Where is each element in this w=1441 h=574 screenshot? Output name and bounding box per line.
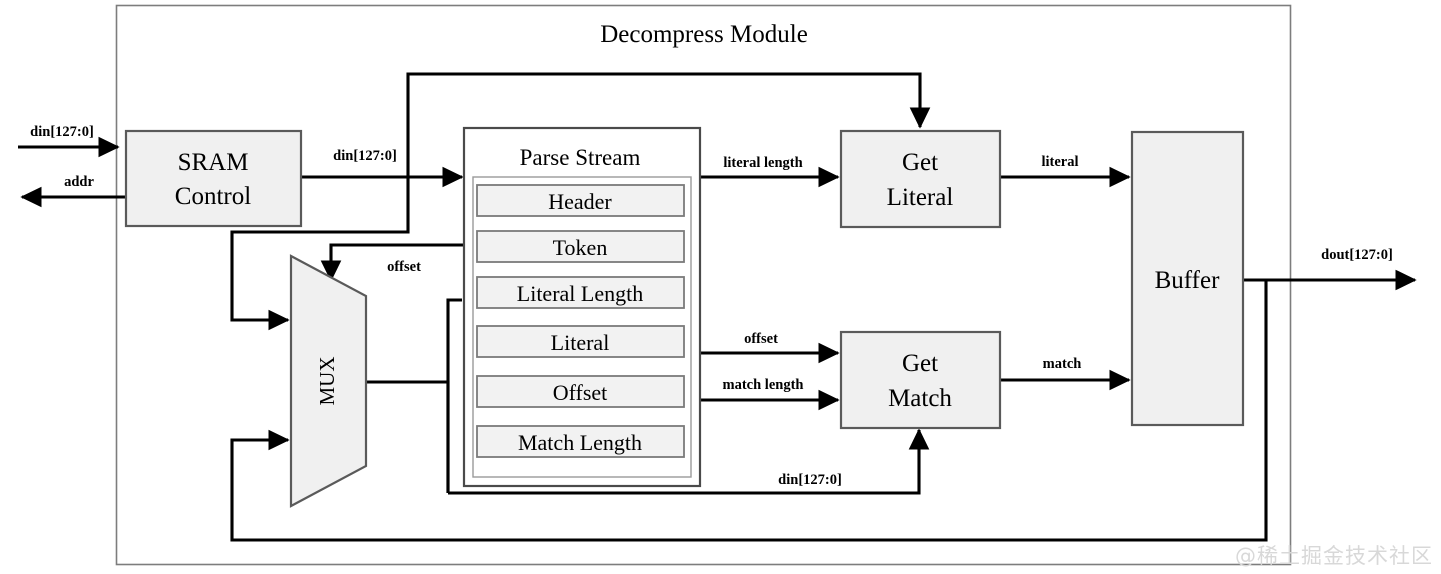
label-offset-to-mux: offset xyxy=(387,259,421,275)
block-get-match[interactable]: Get Match xyxy=(839,330,1002,430)
block-buffer[interactable]: Buffer xyxy=(1130,130,1245,427)
parse-field-token-label: Token xyxy=(553,235,608,260)
label-din-to-parse: din[127:0] xyxy=(333,148,397,164)
mux-label: MUX xyxy=(315,356,339,405)
block-sram-control[interactable]: SRAM Control xyxy=(124,129,303,228)
module-title: Decompress Module xyxy=(600,21,808,48)
wire-din-to-get-literal xyxy=(406,72,931,177)
watermark: @稀土掘金技术社区 xyxy=(1235,544,1433,568)
label-match: match xyxy=(1043,356,1082,372)
parse-field-match-length-label: Match Length xyxy=(518,430,642,455)
label-din-to-get-match: din[127:0] xyxy=(778,472,842,488)
buffer-label: Buffer xyxy=(1155,267,1220,294)
label-match-length: match length xyxy=(723,377,804,393)
label-addr-output: addr xyxy=(64,174,94,190)
sram-control-label-line2: Control xyxy=(175,183,251,210)
get-match-label-line1: Get xyxy=(902,350,938,377)
module-frame xyxy=(115,4,1292,566)
block-mux[interactable]: MUX xyxy=(289,254,368,508)
parse-field-header[interactable]: Header xyxy=(476,184,685,217)
parse-field-offset-label: Offset xyxy=(553,380,608,405)
block-parse-stream[interactable]: Parse Stream Header Token Literal Length… xyxy=(462,126,702,488)
sram-control-label-line1: SRAM xyxy=(178,149,249,176)
wire-din-to-get-match xyxy=(448,428,930,495)
parse-field-match-length[interactable]: Match Length xyxy=(476,425,685,458)
parse-field-literal-length-label: Literal Length xyxy=(517,281,643,306)
wire-din-to-mux xyxy=(230,177,410,331)
wire-mux-output xyxy=(366,380,450,493)
label-offset-to-get-match: offset xyxy=(744,331,778,347)
block-get-literal[interactable]: Get Literal xyxy=(839,129,1002,229)
label-literal-length: literal length xyxy=(723,155,802,171)
parse-field-literal-label: Literal xyxy=(551,330,610,355)
wire-offset-to-mux xyxy=(320,243,468,282)
parse-field-literal[interactable]: Literal xyxy=(476,325,685,358)
get-literal-label-line1: Get xyxy=(902,149,938,176)
parse-field-header-label: Header xyxy=(548,189,612,214)
wire-buffer-feedback-to-mux xyxy=(230,280,1268,542)
parse-stream-title: Parse Stream xyxy=(520,145,641,170)
wire-parse-bottom-left xyxy=(446,298,462,493)
label-dout-output: dout[127:0] xyxy=(1321,247,1393,263)
parse-field-offset[interactable]: Offset xyxy=(476,375,685,408)
label-din-input: din[127:0] xyxy=(30,124,94,140)
get-literal-label-line2: Literal xyxy=(887,184,954,211)
parse-field-token[interactable]: Token xyxy=(476,230,685,263)
get-match-label-line2: Match xyxy=(888,385,952,412)
parse-field-literal-length[interactable]: Literal Length xyxy=(476,276,685,309)
label-literal: literal xyxy=(1041,154,1078,170)
